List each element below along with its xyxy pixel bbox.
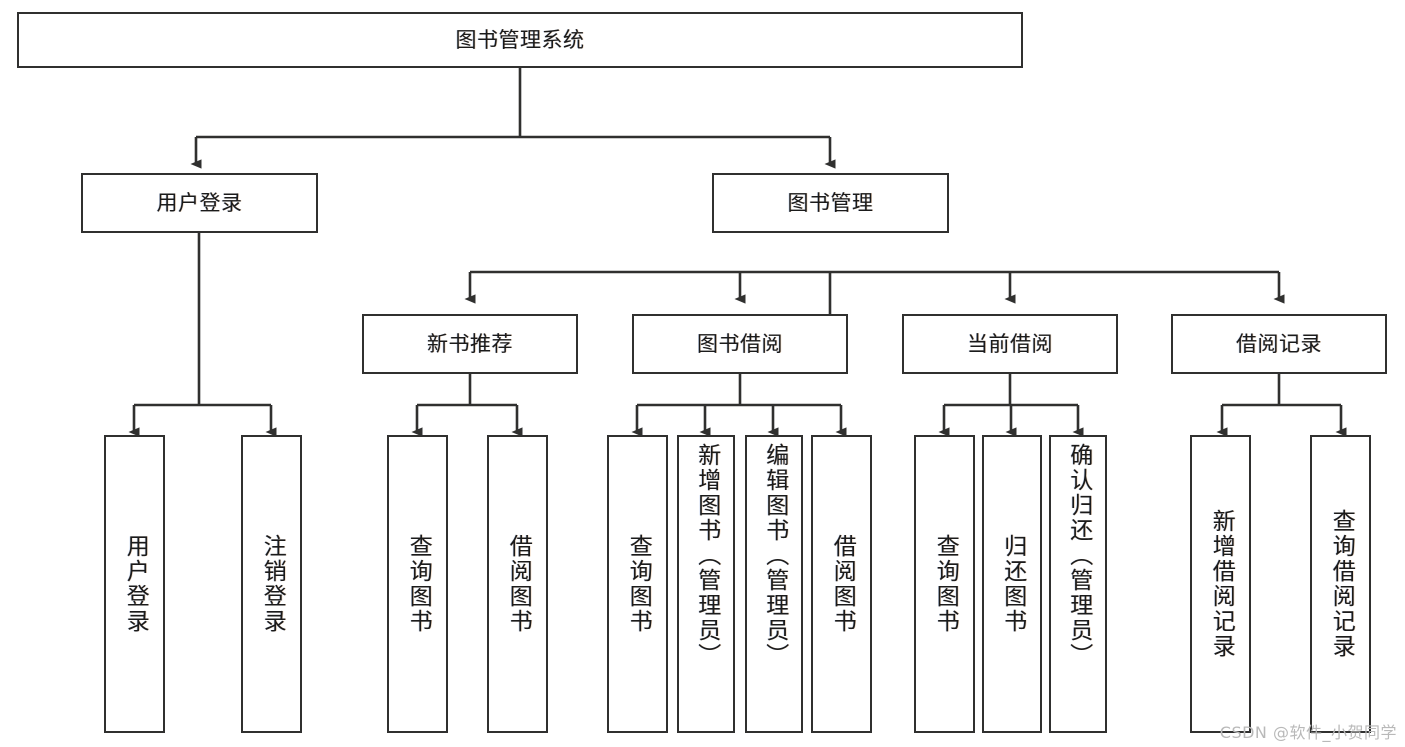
node-new-book-rec[interactable]: 新书推荐 — [362, 314, 578, 374]
leaf-add-record-label: 新增借阅记录 — [1208, 509, 1235, 659]
leaf-logout-label: 注销登录 — [259, 534, 286, 634]
leaf-borrow-book-b[interactable]: 借阅图书 — [811, 435, 872, 733]
node-current-borrow[interactable]: 当前借阅 — [902, 314, 1118, 374]
leaf-confirm-return-label: 确认归还（管理员） — [1065, 443, 1092, 668]
leaf-edit-book[interactable]: 编辑图书（管理员） — [745, 435, 803, 733]
leaf-user-login-label: 用户登录 — [122, 534, 149, 634]
node-book-manage[interactable]: 图书管理 — [712, 173, 949, 233]
leaf-user-login[interactable]: 用户登录 — [104, 435, 165, 733]
leaf-query-record-label: 查询借阅记录 — [1328, 509, 1355, 659]
leaf-query-book-c[interactable]: 查询图书 — [914, 435, 975, 733]
node-book-manage-label: 图书管理 — [787, 190, 874, 215]
leaf-edit-book-label: 编辑图书（管理员） — [761, 443, 788, 668]
node-user-login[interactable]: 用户登录 — [81, 173, 318, 233]
leaf-query-record[interactable]: 查询借阅记录 — [1310, 435, 1371, 733]
node-borrow-record-label: 借阅记录 — [1236, 331, 1322, 356]
leaf-query-book-b[interactable]: 查询图书 — [607, 435, 668, 733]
leaf-borrow-book-a-label: 借阅图书 — [505, 534, 532, 634]
leaf-confirm-return[interactable]: 确认归还（管理员） — [1049, 435, 1107, 733]
leaf-borrow-book-a[interactable]: 借阅图书 — [487, 435, 548, 733]
leaf-add-record[interactable]: 新增借阅记录 — [1190, 435, 1251, 733]
node-root[interactable]: 图书管理系统 — [17, 12, 1023, 68]
node-book-borrow[interactable]: 图书借阅 — [632, 314, 848, 374]
node-borrow-record[interactable]: 借阅记录 — [1171, 314, 1387, 374]
leaf-add-book-label: 新增图书（管理员） — [693, 443, 720, 668]
node-new-book-rec-label: 新书推荐 — [427, 331, 513, 356]
leaf-query-book-c-label: 查询图书 — [932, 534, 959, 634]
leaf-return-book-label: 归还图书 — [999, 534, 1026, 634]
leaf-query-book-a-label: 查询图书 — [405, 534, 432, 634]
leaf-logout[interactable]: 注销登录 — [241, 435, 302, 733]
leaf-add-book[interactable]: 新增图书（管理员） — [677, 435, 735, 733]
leaf-query-book-a[interactable]: 查询图书 — [387, 435, 448, 733]
node-root-label: 图书管理系统 — [455, 27, 585, 52]
node-current-borrow-label: 当前借阅 — [967, 331, 1053, 356]
watermark-text: CSDN @软件_小贺同学 — [1219, 723, 1397, 742]
leaf-query-book-b-label: 查询图书 — [625, 534, 652, 634]
leaf-return-book[interactable]: 归还图书 — [982, 435, 1042, 733]
leaf-borrow-book-b-label: 借阅图书 — [829, 534, 856, 634]
node-user-login-label: 用户登录 — [156, 190, 243, 215]
node-book-borrow-label: 图书借阅 — [697, 331, 783, 356]
